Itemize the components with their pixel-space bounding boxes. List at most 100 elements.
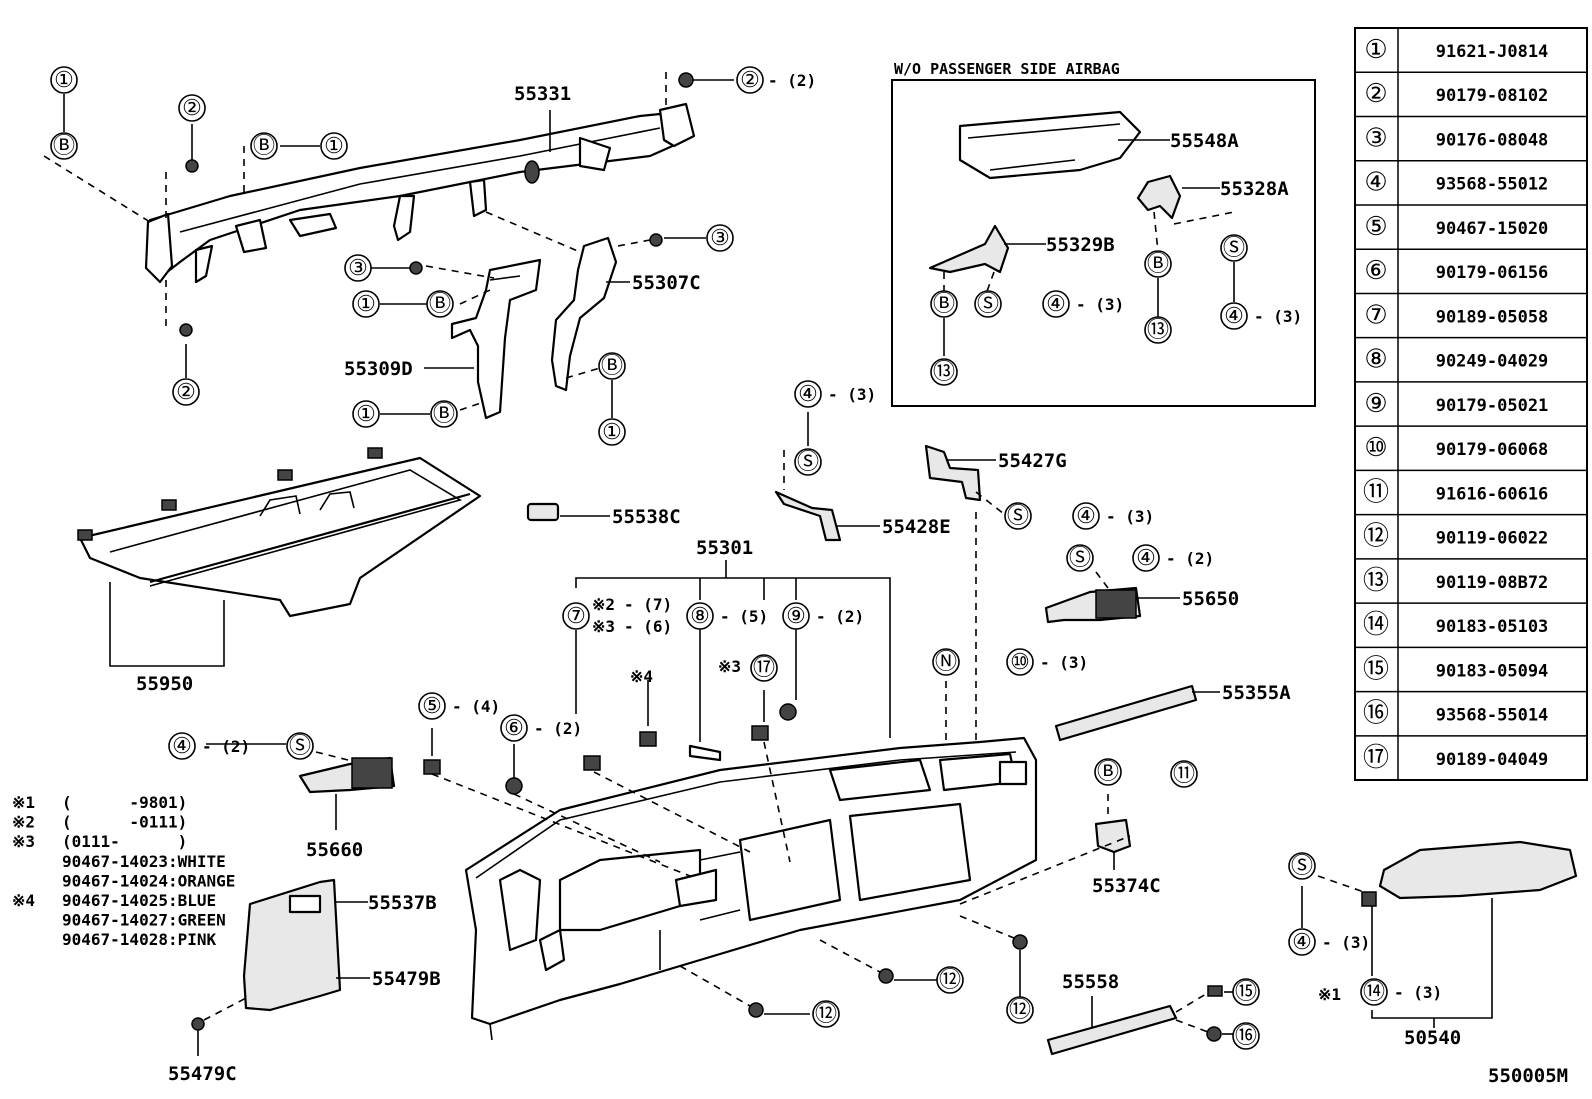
callout-circle: [1006, 996, 1034, 1024]
callout-circle: [1132, 544, 1160, 572]
callout-circle: [426, 290, 454, 318]
callout-circle: [736, 66, 764, 94]
instrument-panel-part: [464, 736, 1038, 1041]
brace-left-part: 55309D: [344, 258, 542, 420]
note-mark: ※1: [1318, 985, 1341, 1004]
callout-circle: [50, 66, 78, 94]
airbag-box-title: W/O PASSENGER SIDE AIRBAG: [894, 60, 1120, 78]
part-label-50540: 50540: [1404, 1027, 1461, 1049]
bolt-icon: [1012, 934, 1028, 950]
table-row-part-number: 93568-55014: [1436, 706, 1549, 726]
part-label-55307C: 55307C: [632, 272, 701, 294]
quantity-label: - (2): [768, 71, 816, 90]
callout-circle: [794, 380, 822, 408]
table-row-part-number: 90249-04029: [1436, 352, 1549, 372]
grommet-icon: [779, 703, 797, 721]
table-row-part-number: 93568-55012: [1436, 175, 1549, 195]
callout-cB: Ⓑ: [933, 292, 955, 317]
table-row-number: ⑤: [1364, 212, 1387, 242]
quantity-label: - (6): [624, 617, 672, 636]
table-row-number: ⑩: [1364, 433, 1387, 463]
callout-cB: Ⓑ: [1147, 252, 1169, 277]
table-row-part-number: 90179-08102: [1436, 86, 1549, 106]
bracket-55428E-part: [774, 490, 842, 542]
bolt-icon: [649, 233, 663, 247]
table-row-part-number: 90189-04049: [1436, 750, 1549, 770]
bolt-icon: [748, 1002, 764, 1018]
part-label-55331: 55331: [514, 83, 571, 105]
callout-c4: ④: [798, 382, 818, 407]
nut-icon: [678, 72, 694, 88]
part-label-55950: 55950: [136, 673, 193, 695]
note-mark: ※1: [12, 793, 35, 812]
note-text: 90467-14025:BLUE: [62, 891, 216, 910]
hinge-right-part: [1136, 174, 1182, 220]
bolt-icon: [179, 323, 193, 337]
callout-c4: ④: [1046, 292, 1066, 317]
table-row-part-number: 90119-06022: [1436, 529, 1549, 549]
table-row-number: ⑭: [1363, 610, 1389, 640]
callout-circle: [1072, 502, 1100, 530]
callout-c1: ①: [602, 420, 622, 445]
callout-circle: [782, 602, 810, 630]
callout-circle: [178, 94, 206, 122]
callout-c3: ③: [710, 226, 730, 251]
note-text: ( -0111): [62, 813, 187, 832]
callout-circle: [172, 378, 200, 406]
callout-circle: [1006, 648, 1034, 676]
callout-c4: ④: [172, 734, 192, 759]
table-row-part-number: 90179-05021: [1436, 396, 1549, 416]
clip-icon: [1206, 1026, 1222, 1042]
quantity-label: - (2): [1166, 549, 1214, 568]
callout-cS: Ⓢ: [1223, 236, 1245, 261]
callout-cN: Ⓝ: [935, 650, 957, 675]
table-row-part-number: 90119-08B72: [1436, 573, 1549, 593]
table-row-number: ⑰: [1363, 743, 1389, 773]
note-text: 90467-14023:WHITE: [62, 852, 226, 871]
callout-circle: [1360, 978, 1388, 1006]
callout-circle: [598, 418, 626, 446]
hinge-left-part: [928, 224, 1010, 274]
note-mark: ※3: [12, 832, 35, 851]
quantity-label: - (3): [1040, 653, 1088, 672]
callout-circle: [1144, 316, 1172, 344]
callout-circle: [500, 714, 528, 742]
callout-c15: ⑮: [1235, 980, 1257, 1005]
callout-circle: [50, 132, 78, 160]
callout-c1: ①: [356, 292, 376, 317]
clip-55538C-part: [526, 502, 560, 522]
nut-icon: [505, 777, 523, 795]
quantity-label: - (3): [1076, 295, 1124, 314]
callout-c1: ①: [356, 402, 376, 427]
callout-c12: ⑫: [815, 1002, 837, 1027]
callout-c5: ⑤: [422, 694, 442, 719]
quantity-label: - (2): [202, 737, 250, 756]
part-label-55650: 55650: [1182, 588, 1239, 610]
callout-c3: ③: [348, 256, 368, 281]
callout-cB: Ⓑ: [253, 134, 275, 159]
part-label-55538C: 55538C: [612, 506, 681, 528]
screw-icon: [688, 744, 722, 762]
table-row-number: ④: [1364, 168, 1387, 198]
clip-icon: [1207, 985, 1223, 997]
part-label-55329B: 55329B: [1046, 234, 1115, 256]
table-row-part-number: 90176-08048: [1436, 130, 1549, 150]
glove-lid-part: [958, 110, 1142, 180]
table-row-part-number: 90179-06156: [1436, 263, 1549, 283]
part-label-55428E: 55428E: [882, 516, 951, 538]
callout-circle: [352, 400, 380, 428]
callout-circle: [168, 732, 196, 760]
note-text: 90467-14027:GREEN: [62, 911, 226, 930]
part-label-55328A: 55328A: [1220, 178, 1289, 200]
table-row-number: ②: [1364, 79, 1387, 109]
quantity-label: - (4): [452, 697, 500, 716]
table-row-part-number: 90179-06068: [1436, 440, 1549, 460]
callout-c12: ⑫: [1009, 998, 1031, 1023]
callout-circle: [794, 448, 822, 476]
callout-c1: ①: [324, 134, 344, 159]
callout-circle: [1288, 928, 1316, 956]
callout-circle: [418, 692, 446, 720]
clip-icon: [423, 759, 441, 775]
dash-reinforcement-part: 55331: [144, 83, 696, 284]
